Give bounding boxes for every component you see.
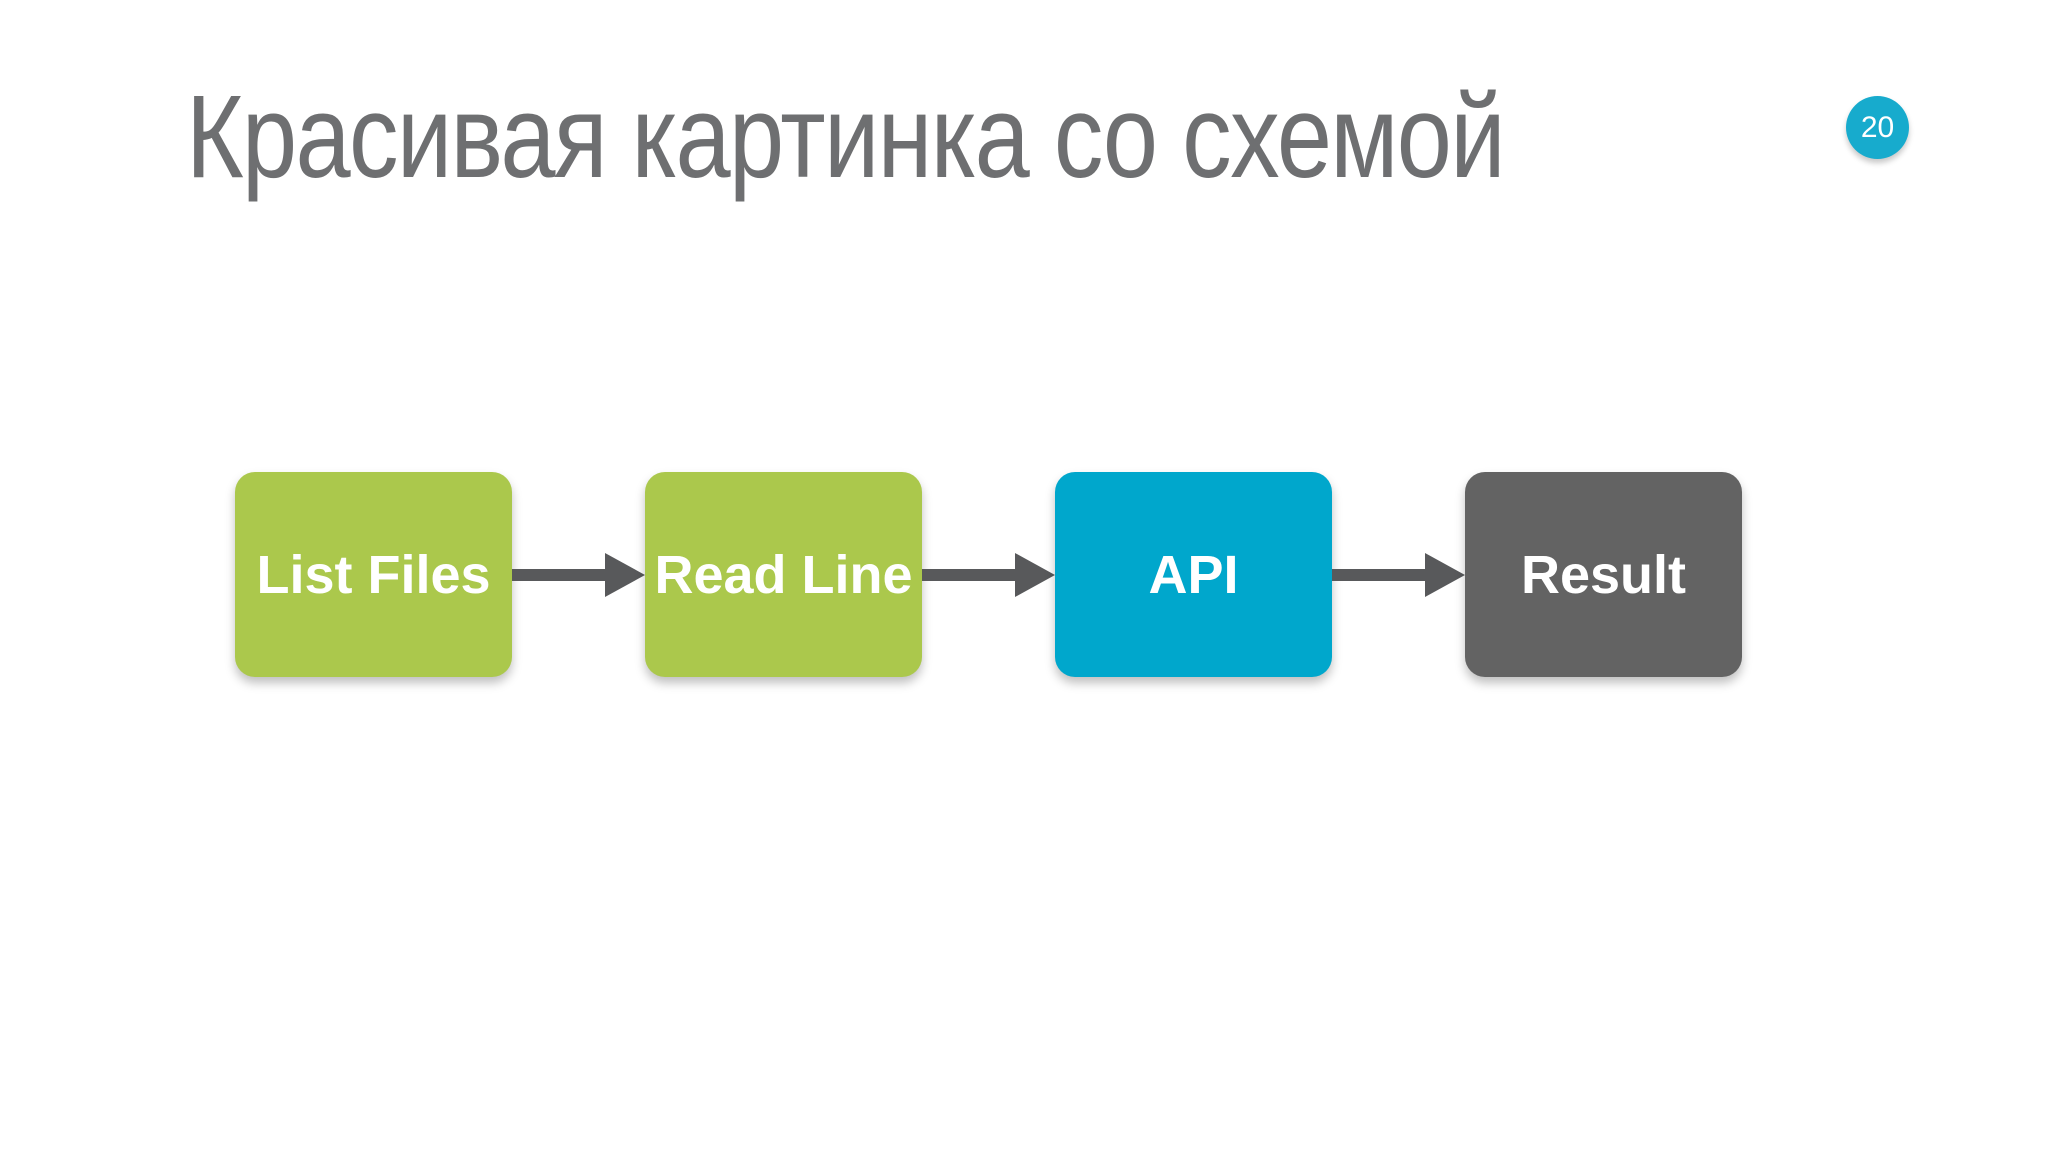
flow-node-list-files: List Files <box>235 472 512 677</box>
flow-node-label: Result <box>1520 544 1687 605</box>
flow-node-label: List Files <box>256 544 491 605</box>
arrow-shaft <box>1332 568 1426 581</box>
arrow-right-icon <box>605 552 645 597</box>
flow-node-result: Result <box>1465 472 1742 677</box>
arrow-right-icon <box>1015 552 1055 597</box>
slide-title: Красивая картинка со схемой <box>186 71 1506 203</box>
flow-arrow <box>512 472 645 677</box>
flow-diagram: List Files Read Line API Result <box>235 472 1742 677</box>
flow-arrow <box>922 472 1055 677</box>
page-number-badge: 20 <box>1846 96 1909 159</box>
flow-node-label: Read Line <box>654 544 913 605</box>
arrow-shaft <box>922 568 1016 581</box>
arrow-right-icon <box>1425 552 1465 597</box>
flow-node-api: API <box>1055 472 1332 677</box>
flow-arrow <box>1332 472 1465 677</box>
flow-node-read-line: Read Line <box>645 472 922 677</box>
arrow-shaft <box>512 568 606 581</box>
flow-node-label: API <box>1148 544 1239 605</box>
